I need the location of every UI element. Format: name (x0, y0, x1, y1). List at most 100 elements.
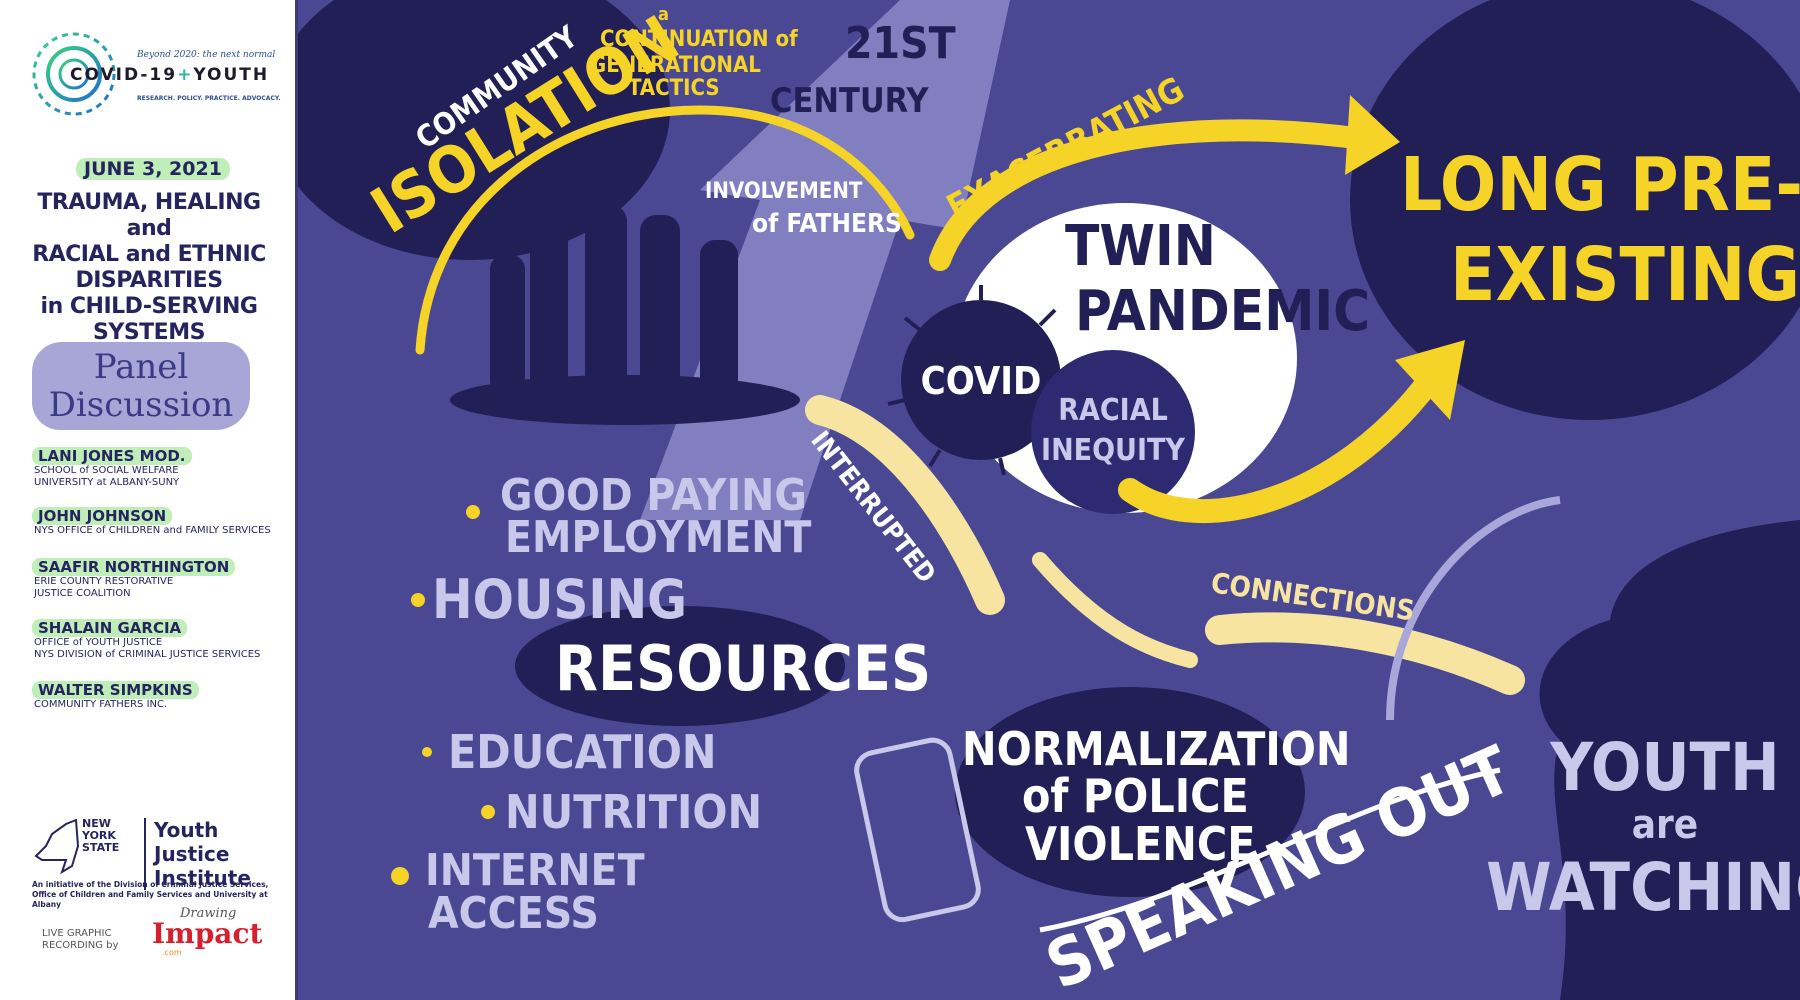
panelist-org: UNIVERSITY at ALBANY-SUNY (34, 477, 180, 488)
title-line: in CHILD-SERVING (40, 294, 258, 319)
logo-impact: Impact (152, 917, 263, 950)
resource-item: INTERNET (425, 845, 645, 896)
label-inequity: INEQUITY (1041, 433, 1185, 468)
label-watching: WATCHING (1486, 849, 1800, 926)
event-date: JUNE 3, 2021 (76, 158, 230, 180)
panel-line: Discussion (48, 385, 234, 425)
panelist: LANI JONES MOD. SCHOOL of SOCIAL WELFARE… (32, 446, 292, 489)
institute-name: Youth Justice Institute (144, 818, 282, 890)
panelist: JOHN JOHNSON NYS OFFICE of CHILDREN and … (32, 506, 292, 537)
covid-virus-icon (901, 300, 1061, 460)
drawing-impact-logo: Drawing Impact .com (152, 906, 272, 959)
connection-line (1386, 496, 1561, 721)
logo-mission: RESEARCH. POLICY. PRACTICE. ADVOCACY. (137, 95, 281, 102)
label-fathers: of FATHERS (752, 209, 902, 239)
brand-youth: YOUTH (193, 65, 270, 85)
panelist-org: SCHOOL of SOCIAL WELFARE (34, 465, 179, 476)
label-continuation: GENERATIONAL (590, 53, 761, 78)
youth-profile-silhouette (1539, 520, 1800, 1000)
arrow-head (1345, 95, 1400, 175)
resource-item: EDUCATION (448, 725, 717, 779)
bullet (411, 593, 425, 607)
panel-line: Panel (93, 347, 189, 387)
panelist-name: SHALAIN GARCIA (32, 619, 188, 637)
credit-line: LIVE GRAPHIC (42, 928, 112, 939)
label-racial: RACIAL (1058, 393, 1168, 428)
initiative-line: An initiative of the Division of Crimina… (32, 880, 269, 889)
panelist-org: COMMUNITY FATHERS INC. (34, 699, 168, 710)
institute-line: Youth Justice (154, 818, 230, 866)
label-continuation: TACTICS (628, 76, 720, 101)
label-twin: TWIN (1065, 214, 1216, 279)
exacerbating-arrow (929, 119, 1381, 271)
pre-existing-blob (1350, 0, 1800, 420)
phone-in-hand-icon (854, 737, 981, 923)
bullet (391, 867, 409, 885)
institute-line: Institute (154, 866, 251, 890)
panelist-org: NYS DIVISION of CRIMINAL JUSTICE SERVICE… (34, 649, 261, 660)
label-long-pre: LONG PRE- (1400, 142, 1800, 228)
panelist-org: JUSTICE COALITION (34, 588, 131, 599)
sidebar: Beyond 2020: the next normal COVID-19+YO… (0, 0, 298, 1000)
arrow-head (1395, 340, 1465, 420)
label-are: are (1632, 802, 1698, 848)
panelist-name: SAAFIR NORTHINGTON (32, 558, 236, 576)
label-normalization: VIOLENCE (1025, 817, 1256, 871)
label-century: CENTURY (770, 81, 929, 121)
label-fathers: INVOLVEMENT (705, 179, 863, 204)
panelist: SHALAIN GARCIA OFFICE of YOUTH JUSTICE N… (32, 618, 292, 661)
bullet (422, 747, 432, 757)
pre-existing-arrow (1118, 368, 1442, 523)
resource-item: NUTRITION (505, 785, 762, 839)
initiative-line: Office of Children and Family Services a… (32, 890, 268, 909)
logo-tagline: Beyond 2020: the next normal (137, 50, 276, 60)
resource-item: ACCESS (428, 888, 599, 939)
logo-com: .com (162, 948, 182, 957)
covid-youth-logo: Beyond 2020: the next normal COVID-19+YO… (24, 22, 284, 132)
graphic-recording: COMMUNITY ISOLATION a CONTINUATION of GE… (298, 0, 1800, 1000)
panelist-org: OFFICE of YOUTH JUSTICE (34, 637, 163, 648)
label-pandemic: PANDEMIC (1075, 279, 1370, 344)
racial-inequity-circle (1031, 350, 1195, 514)
panelist-org: ERIE COUNTY RESTORATIVE (34, 576, 174, 587)
connection-band (1032, 552, 1198, 668)
label-continuation: a (658, 4, 669, 25)
virus-logo-icon (32, 32, 116, 116)
isolation-arc (415, 105, 915, 355)
nys-line: YORK (82, 829, 116, 842)
label-continuation: CONTINUATION of (600, 27, 798, 52)
label-21st: 21ST (845, 18, 956, 69)
credit-line: RECORDING by (42, 940, 119, 951)
panelist: SAAFIR NORTHINGTON ERIE COUNTY RESTORATI… (32, 557, 292, 600)
panelist-name: WALTER SIMPKINS (32, 681, 199, 699)
label-covid: COVID (921, 359, 1042, 403)
bullet (466, 505, 480, 519)
event-title: TRAUMA, HEALING and RACIAL and ETHNIC DI… (14, 190, 284, 346)
interrupted-band (805, 395, 1005, 615)
label-resources: RESOURCES (555, 632, 931, 705)
isolation-blob (298, 0, 670, 260)
label-existing: EXISTING (1450, 232, 1800, 318)
resource-item: GOOD PAYING (500, 470, 807, 521)
title-line: RACIAL and ETHNIC (32, 242, 266, 267)
drawing-impact-credit: LIVE GRAPHIC RECORDING by Drawing Impact… (42, 907, 262, 957)
label-youth: YOUTH (1549, 729, 1780, 806)
panelist-name: LANI JONES MOD. (32, 447, 192, 465)
panelist: WALTER SIMPKINS COMMUNITY FATHERS INC. (32, 680, 292, 711)
resources-blob (515, 606, 845, 726)
connections-band (1205, 612, 1525, 695)
brand-plus: + (177, 65, 194, 85)
logo-brand: COVID-19+YOUTH (70, 65, 269, 85)
speaking-line (1039, 767, 1501, 933)
resource-item: HOUSING (432, 568, 687, 631)
label-normalization: of POLICE (1022, 769, 1249, 823)
bullet (481, 805, 495, 819)
nys-line: NEW (82, 817, 111, 830)
title-line: DISPARITIES (75, 268, 223, 293)
title-line: SYSTEMS (93, 320, 205, 345)
nys-label: NEW YORK STATE (82, 818, 119, 854)
initiative-text: An initiative of the Division of Crimina… (32, 880, 292, 910)
label-normalization: NORMALIZATION (962, 722, 1351, 776)
panel-discussion-badge: Panel Discussion (32, 342, 250, 430)
logo-drawing: Drawing (180, 906, 237, 921)
